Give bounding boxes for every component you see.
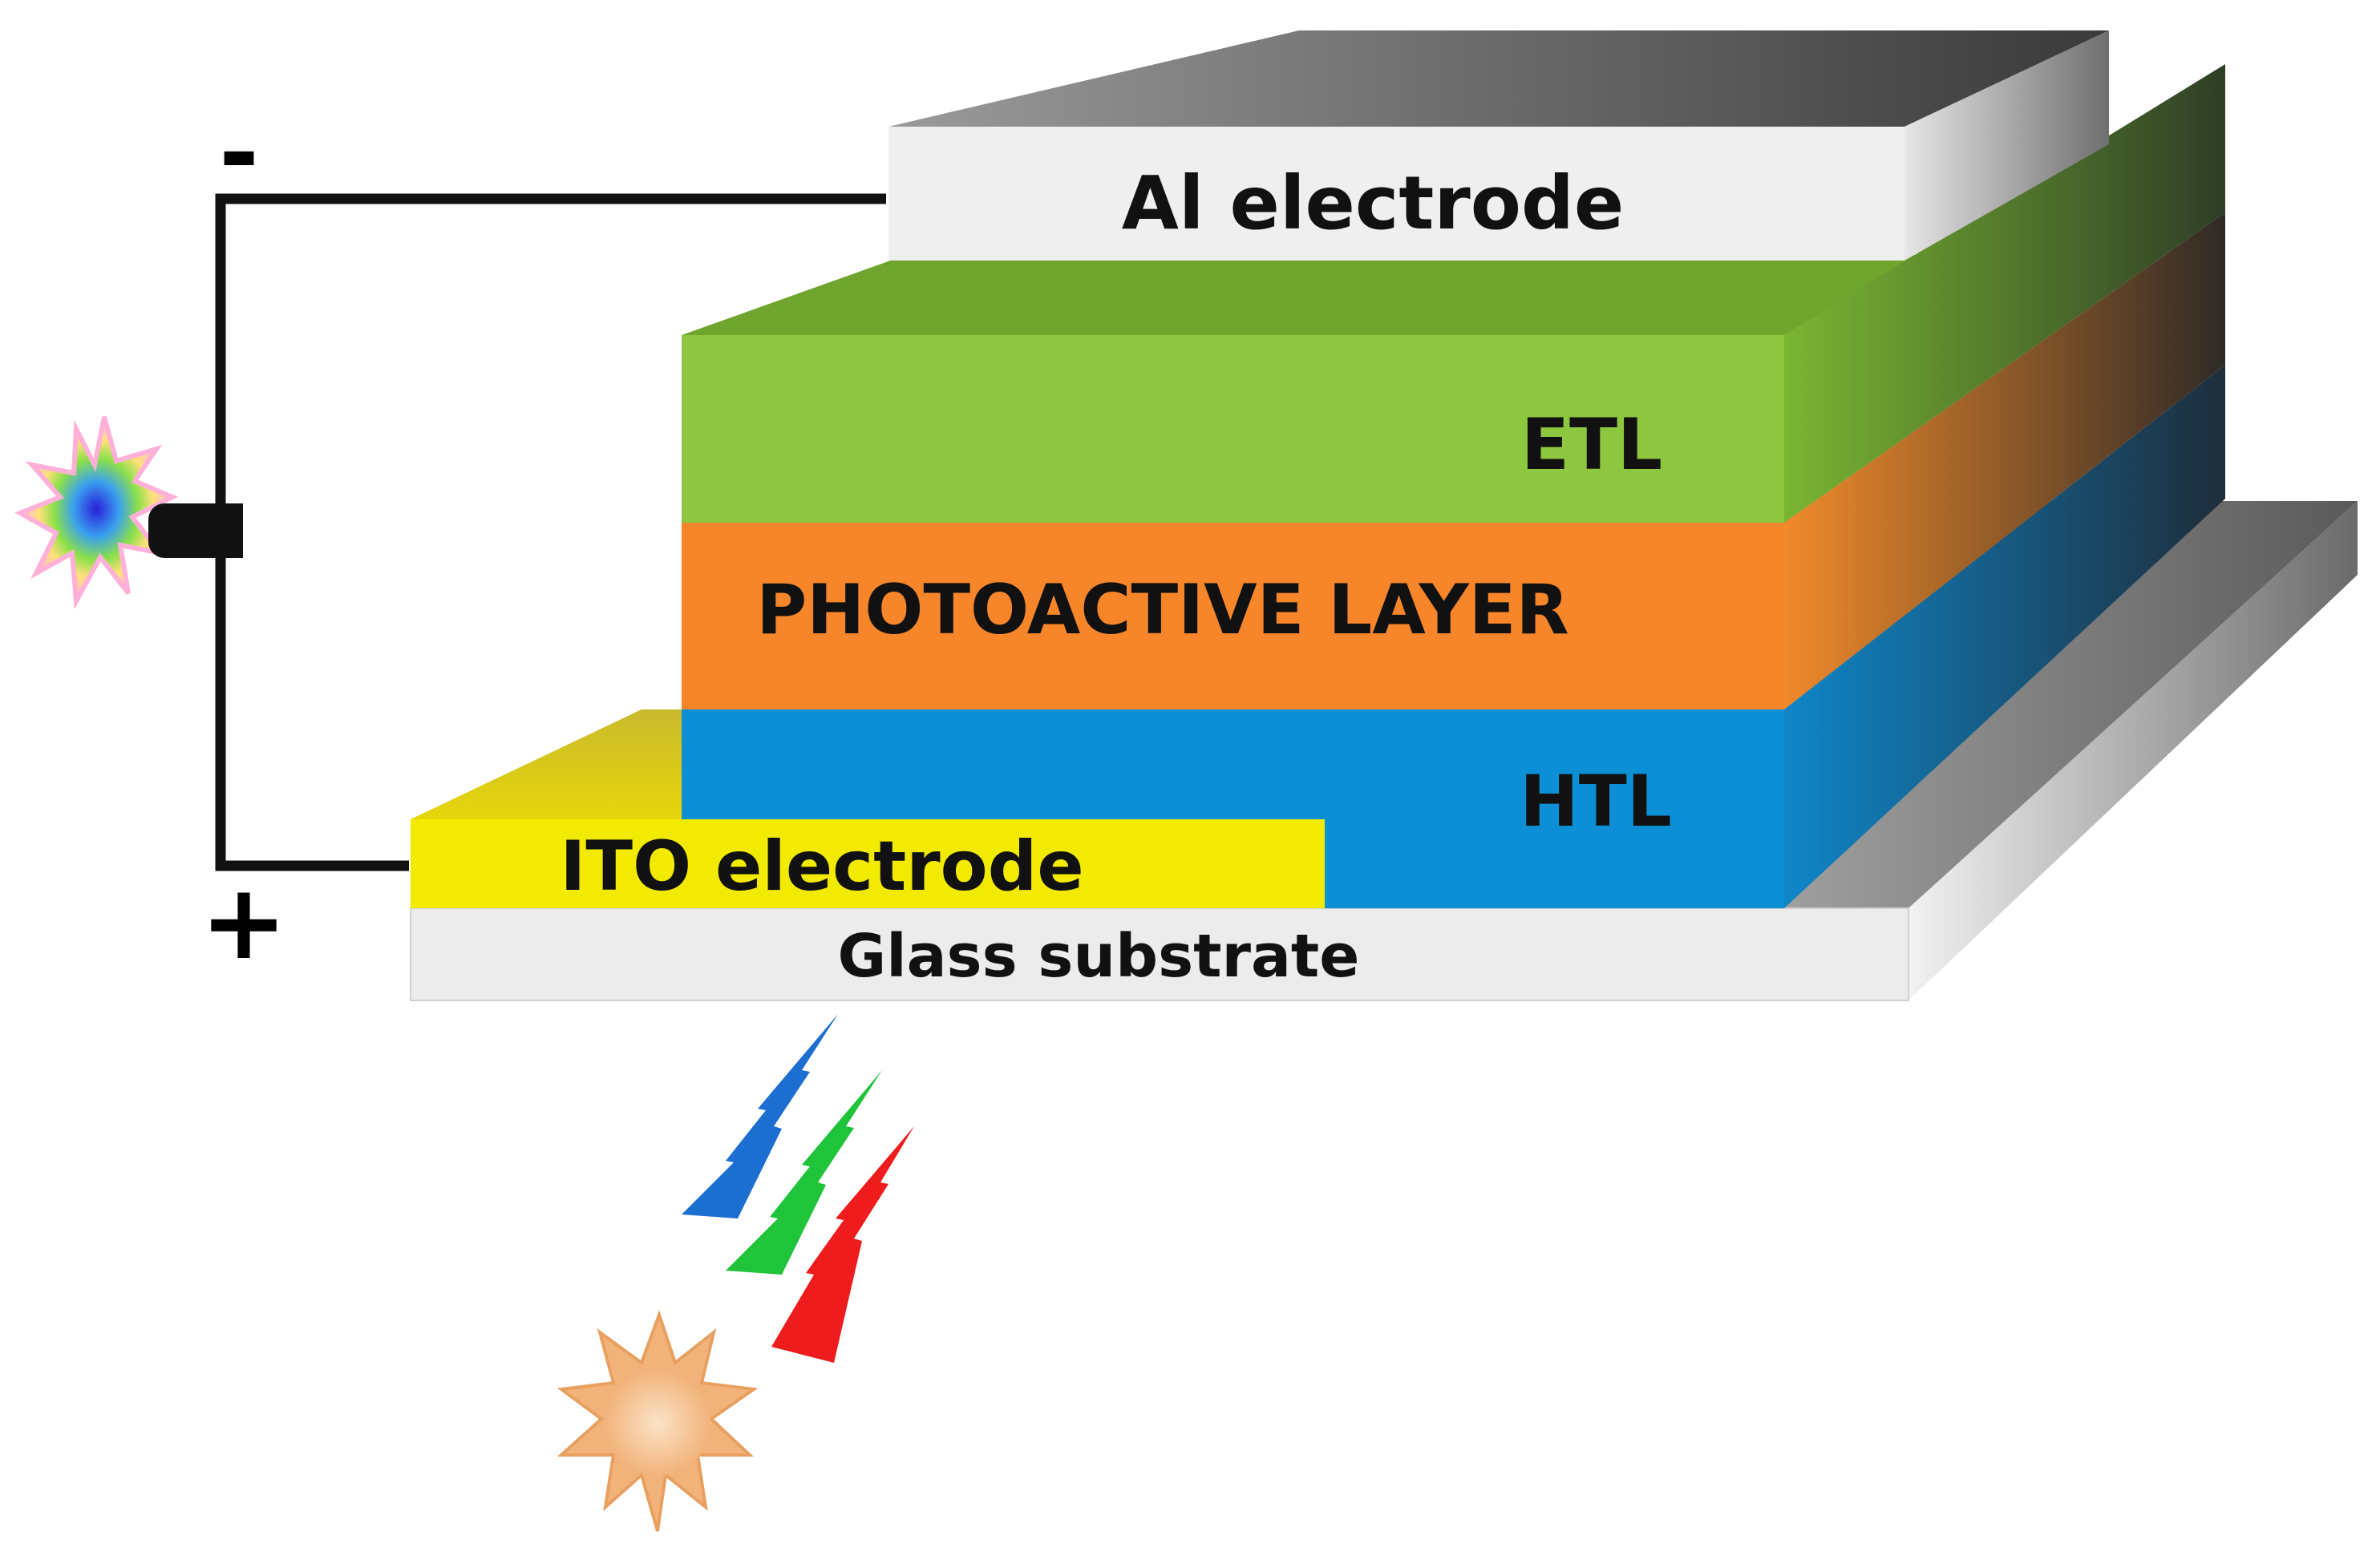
ito-electrode-layer: ITO electrode	[411, 709, 1325, 908]
light-ray-blue	[682, 1014, 838, 1218]
negative-terminal: -	[219, 98, 259, 209]
glass-substrate-front	[410, 907, 1909, 1001]
photoactive-label: PHOTOACTIVE LAYER	[756, 570, 1569, 650]
glass-substrate-label: Glass substrate	[837, 922, 1359, 991]
etl-label: ETL	[1521, 403, 1662, 486]
htl-side	[1784, 365, 2225, 908]
etl-side	[1784, 64, 2225, 523]
al-electrode-front	[888, 127, 1904, 261]
al-electrode-side	[1904, 30, 2109, 261]
photoactive-side	[1784, 212, 2225, 709]
positive-terminal: +	[200, 861, 288, 983]
photoactive-layer: PHOTOACTIVE LAYER	[682, 212, 2225, 709]
al-electrode-layer: Al electrode	[888, 30, 2109, 261]
glass-substrate-side	[1908, 501, 2358, 1000]
light-ray-red	[771, 1126, 914, 1363]
etl-layer: ETL	[682, 64, 2225, 523]
light-bulb-icon	[14, 416, 243, 610]
light-ray-green	[726, 1070, 882, 1275]
photoactive-front	[682, 523, 1784, 709]
al-electrode-label: Al electrode	[1122, 160, 1624, 246]
etl-top	[682, 255, 2109, 335]
ito-electrode-front	[411, 819, 1325, 908]
light-rays-icon	[682, 1014, 914, 1363]
sun-icon	[557, 1309, 759, 1532]
etl-front	[682, 335, 1784, 523]
external-circuit: - +	[14, 98, 886, 983]
ito-electrode-label: ITO electrode	[560, 826, 1083, 907]
al-electrode-top	[888, 30, 2109, 127]
htl-label: HTL	[1520, 760, 1672, 843]
ito-electrode-top	[411, 709, 682, 819]
